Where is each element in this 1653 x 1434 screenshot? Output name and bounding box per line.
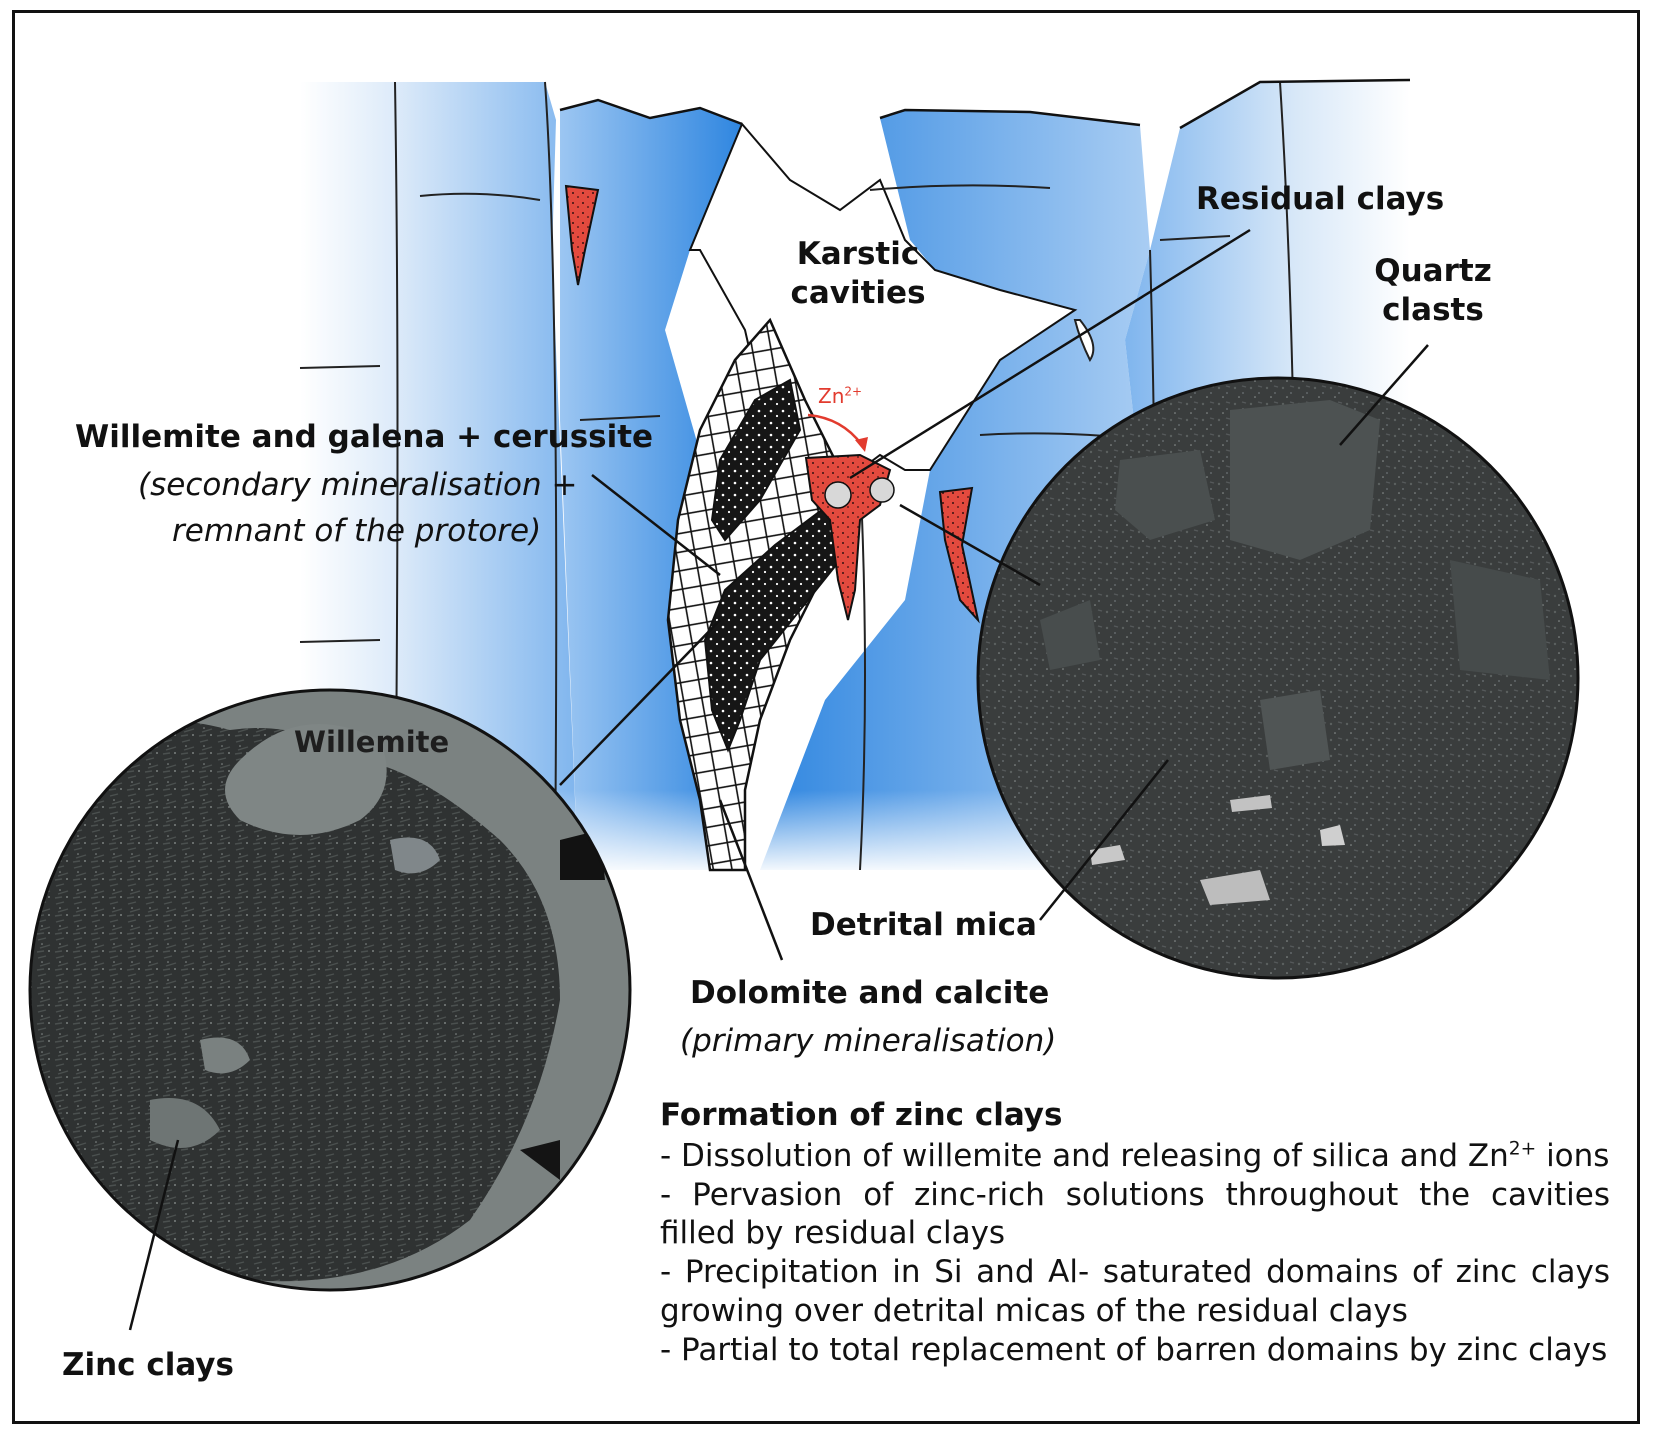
willemite-galena-label: Willemite and galena + cerussite <box>75 418 653 457</box>
formation-of-zinc-clays-text: Formation of zinc clays - Dissolution of… <box>660 1096 1610 1369</box>
dolomite-calcite-sub: (primary mineralisation) <box>680 1022 1056 1061</box>
formation-line-2: - Pervasion of zinc-rich solutions throu… <box>660 1176 1610 1215</box>
formation-line-1-text: - Dissolution of willemite and releasing… <box>660 1138 1509 1174</box>
formation-line-1-sup: 2+ <box>1509 1138 1536 1159</box>
zn-ion-base: Zn <box>818 384 844 408</box>
residual-clays-label: Residual clays <box>1196 180 1444 219</box>
formation-title: Formation of zinc clays <box>660 1096 1610 1135</box>
quartz-clasts-line2: clasts <box>1358 291 1508 330</box>
zn-ion-charge: 2+ <box>844 384 862 398</box>
formation-line-4: - Precipitation in Si and Al- saturated … <box>660 1253 1610 1292</box>
formation-line-3: filled by residual clays <box>660 1214 1610 1253</box>
detrital-mica-label: Detrital mica <box>810 906 1037 945</box>
quartz-clasts-line1: Quartz <box>1358 252 1508 291</box>
karstic-cavities-line2: cavities <box>788 274 928 313</box>
dolomite-calcite-label: Dolomite and calcite <box>690 974 1049 1013</box>
karstic-cavities-label: Karstic cavities <box>788 235 928 313</box>
zinc-clays-label: Zinc clays <box>62 1346 234 1385</box>
formation-line-6: - Partial to total replacement of barren… <box>660 1331 1610 1370</box>
formation-line-5: growing over detrital micas of the resid… <box>660 1292 1610 1331</box>
willemite-galena-sub1: (secondary mineralisation + <box>138 466 577 505</box>
willemite-galena-sub2: remnant of the protore) <box>172 512 541 551</box>
quartz-clasts-label: Quartz clasts <box>1358 252 1508 330</box>
formation-line-1-end: ions <box>1536 1138 1609 1174</box>
formation-line-1: - Dissolution of willemite and releasing… <box>660 1137 1610 1176</box>
karstic-cavities-line1: Karstic <box>788 235 928 274</box>
zn-ion-label: Zn2+ <box>818 384 862 408</box>
willemite-label: Willemite <box>294 724 449 760</box>
